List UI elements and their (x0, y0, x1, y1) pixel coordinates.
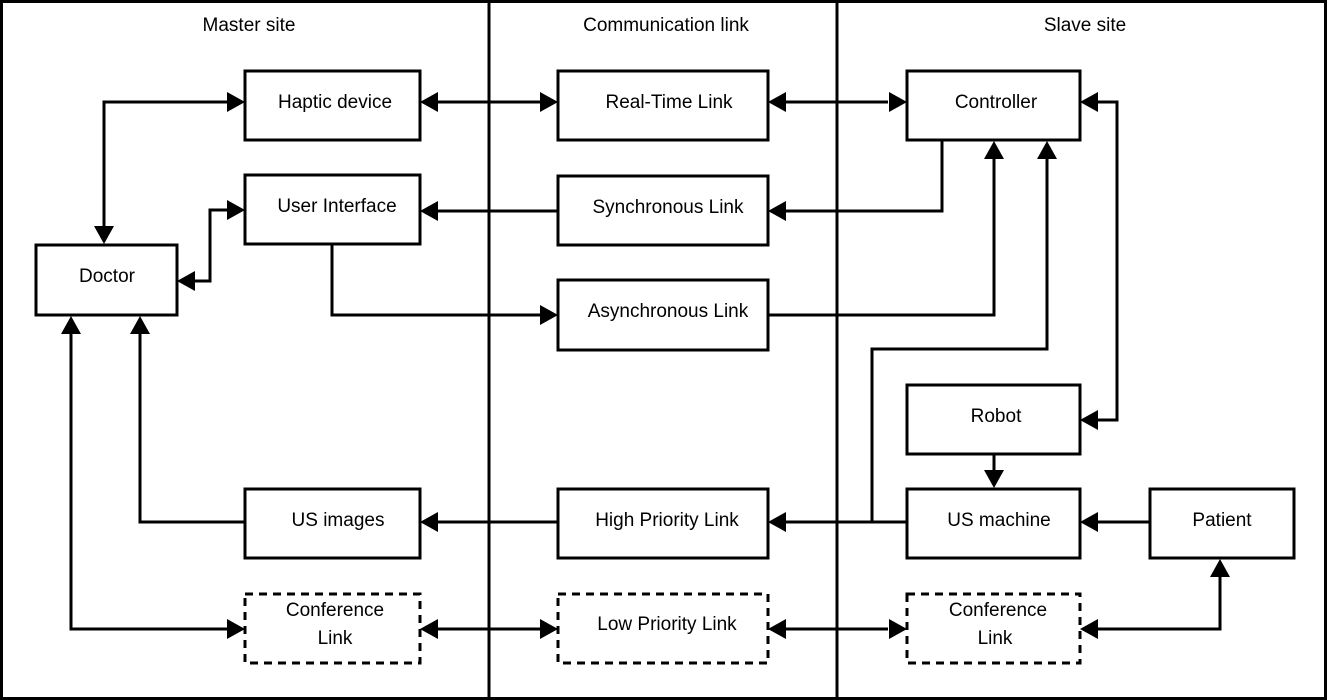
node-asynchronous-link: Asynchronous Link (556, 278, 770, 352)
usmachine-controller-connector (870, 159, 1049, 522)
arrowhead-controller-usmachine (1037, 141, 1057, 159)
column-title-communication: Communication link (583, 15, 749, 36)
arrowhead-patient (1210, 559, 1230, 577)
arrowhead-robot-controller (1080, 410, 1098, 430)
arrowhead-doctor-usimages (130, 316, 150, 334)
node-label-line1: Conference (949, 600, 1047, 621)
arrowhead-ui-sync (420, 201, 438, 221)
arrowhead-usimages (420, 512, 438, 532)
usimages-doctor-connector (138, 334, 245, 524)
arrowhead-controller-async (984, 141, 1004, 159)
arrowhead-conference-slave-in (889, 619, 907, 639)
arrowhead-usmachine-patient (1080, 512, 1098, 532)
arrowhead-realtime-right (768, 92, 786, 112)
arrowhead-lowpriority-left (540, 619, 558, 639)
arrowhead-controller-robot (1080, 92, 1098, 112)
node-label: US images (292, 510, 385, 531)
controller-sync-connector (786, 141, 944, 213)
doctor-conference-connector (69, 334, 227, 631)
arrowhead-doctor-ui (177, 271, 195, 291)
node-doctor: Doctor (34, 243, 179, 317)
arrowhead-conference-master-out (420, 619, 438, 639)
arrowhead-realtime-left (540, 92, 558, 112)
node-us-images: US images (243, 487, 422, 560)
arrowhead-doctor-conference (61, 316, 81, 334)
column-title-slave: Slave site (1044, 15, 1126, 36)
node-patient: Patient (1148, 487, 1296, 560)
arrowhead-sync (768, 201, 786, 221)
arrowheads (61, 92, 1230, 639)
node-label: Haptic device (278, 92, 392, 113)
arrowhead-doctor-haptic-down (94, 226, 114, 244)
node-label: Doctor (79, 266, 136, 287)
node-label: User Interface (277, 196, 396, 217)
node-label: Real-Time Link (605, 92, 733, 113)
connectors (69, 100, 1222, 631)
node-label: Low Priority Link (597, 614, 737, 635)
node-conference-link-slave: Conference Link (905, 592, 1082, 665)
arrowhead-highpriority (768, 512, 786, 532)
node-label-line1: Conference (286, 600, 384, 621)
node-real-time-link: Real-Time Link (556, 69, 770, 142)
doctor-haptic-connector (102, 100, 227, 226)
arrowhead-conference-master-in (227, 619, 245, 639)
arrowhead-conference-slave-out (1080, 619, 1098, 639)
column-title-master: Master site (203, 15, 296, 36)
arrowhead-controller-left (889, 92, 907, 112)
node-conference-link-master: Conference Link (243, 592, 422, 665)
arrowhead-async (540, 305, 558, 325)
arrowhead-lowpriority-right (768, 619, 786, 639)
async-controller-connector (768, 159, 996, 317)
node-synchronous-link: Synchronous Link (556, 174, 770, 247)
doctor-ui-connector (195, 208, 227, 283)
conference-patient-connector (1098, 577, 1222, 631)
node-user-interface: User Interface (243, 173, 422, 246)
node-label: Controller (955, 92, 1038, 113)
node-label: High Priority Link (595, 510, 739, 531)
node-low-priority-link: Low Priority Link (556, 592, 770, 665)
node-label: Patient (1192, 510, 1252, 531)
ui-async-connector (330, 245, 540, 317)
node-controller: Controller (905, 69, 1082, 142)
node-haptic-device: Haptic device (243, 69, 422, 142)
node-label-line2: Link (318, 628, 353, 649)
node-label: Synchronous Link (592, 197, 744, 218)
arrowhead-haptic-in (227, 92, 245, 112)
arrowhead-haptic-out (420, 92, 438, 112)
node-label: Robot (971, 406, 1022, 427)
node-label-line2: Link (978, 628, 1013, 649)
node-us-machine: US machine (905, 487, 1082, 560)
controller-robot-connector (1098, 100, 1119, 422)
arrowhead-usmachine-robot (984, 470, 1004, 488)
node-high-priority-link: High Priority Link (556, 487, 770, 560)
node-label: Asynchronous Link (588, 301, 749, 322)
node-label: US machine (947, 510, 1051, 531)
arrowhead-ui-doctor (227, 200, 245, 220)
node-robot: Robot (905, 383, 1082, 456)
